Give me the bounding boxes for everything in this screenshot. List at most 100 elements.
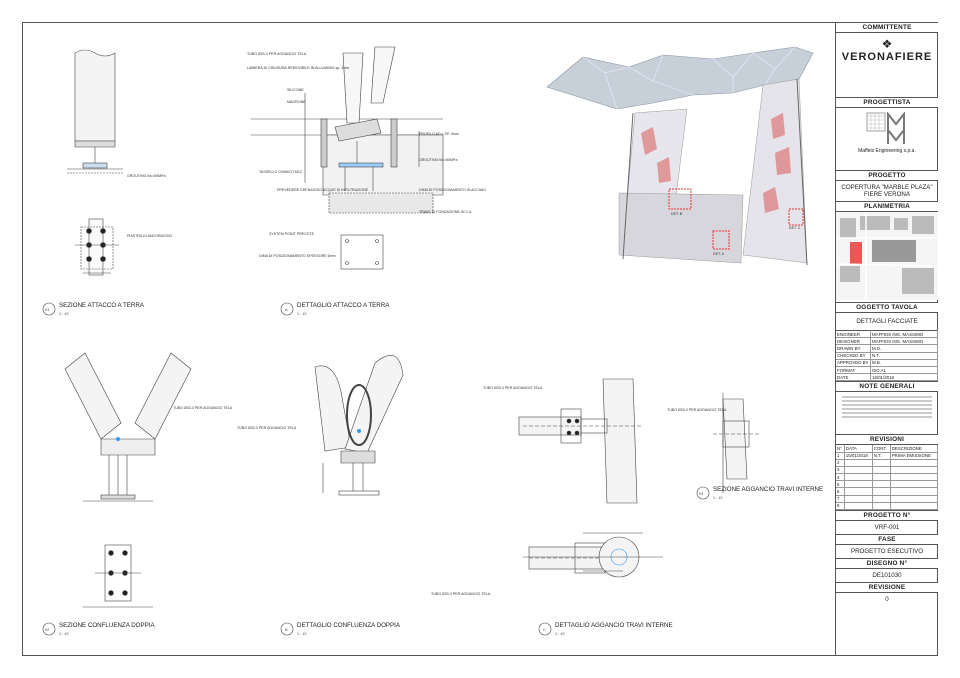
svg-text:SEZIONE CONFLUENZA DOPPIA: SEZIONE CONFLUENZA DOPPIA: [59, 622, 155, 629]
fase-value: PROGETTO ESECUTIVO: [850, 548, 924, 555]
annotation: GROUTING fck=50MPa: [127, 174, 165, 178]
annotation: LAMIERA DI CHIUSURA REMOVIBILE IN ALLUMI…: [247, 66, 349, 70]
detail-B-drawing: [314, 355, 404, 496]
revisions-cell: [872, 495, 891, 503]
detail-title-A: A DETTAGLIO ATTACCO A TERRA 1 : 10: [280, 302, 390, 316]
detail-02-drawing: [64, 352, 192, 608]
oggetto-value: DETTAGLI FACCIATE: [856, 318, 918, 325]
annotation: DIMA DI POSIZIONAMENTO IN ACCIAIO: [419, 188, 486, 192]
info-key: DATE: [836, 373, 871, 382]
revisions-cell: [844, 466, 873, 475]
detail-title-C: C DETTAGLIO AGGANCIO TRAVI INTERNE 1 : 1…: [538, 622, 673, 636]
fase-label: FASE: [836, 534, 938, 545]
info-key: ENGINEER: [836, 330, 871, 339]
disegno-label: DISEGNO N°: [836, 558, 938, 569]
info-key: DRAWN BY: [836, 344, 871, 353]
progetto-label: PROGETTO: [836, 170, 938, 181]
revisions-row: 6: [836, 487, 939, 496]
disegno-value: DE101030: [872, 572, 902, 579]
annotation: DIMA DI POSIZIONAMENTO SPESSORE 6mm: [259, 254, 336, 258]
render-label-det-a: DET. A: [713, 252, 725, 256]
progettista-name: Maffeis Engineering s.p.a.: [858, 148, 916, 154]
detail-03-drawing: [518, 378, 759, 504]
svg-text:1 : 10: 1 : 10: [59, 632, 69, 636]
progetto-n-value: VRF-001: [874, 524, 900, 531]
revisions-header-cell: CONT.: [872, 445, 891, 453]
info-value: 15/01/2018: [870, 373, 938, 382]
svg-text:SEZIONE ATTACCO A TERRA: SEZIONE ATTACCO A TERRA: [59, 302, 145, 309]
detail-title-B: B DETTAGLIO CONFLUENZA DOPPIA 1 : 10: [280, 622, 401, 636]
revisions-row: 8: [836, 502, 939, 511]
svg-text:1 : 10: 1 : 10: [59, 312, 69, 316]
annotation: PREVEDERE DRENAGGIO ACQUE DI INFILTRAZIO…: [277, 188, 369, 192]
annotation: TUBO Ø33.3 PER AGGANCIO TELA: [667, 408, 727, 412]
annotation: TUBO Ø33.3 PER AGGANCIO TELA: [483, 386, 543, 390]
site-plan-map: [835, 212, 939, 300]
annotation: TUBO Ø33.3 PER AGGANCIO TELA: [173, 406, 233, 410]
revisions-header-cell: DESCRIZIONE: [890, 445, 939, 453]
revisione-label: REVISIONE: [836, 582, 938, 593]
revisions-cell: [890, 495, 939, 503]
progetto-n-label: PROGETTO N°: [836, 510, 938, 521]
svg-text:1 : 10: 1 : 10: [555, 632, 565, 636]
svg-text:1 : 10: 1 : 10: [297, 312, 307, 316]
annotation: PIASTRA DI ANCORAGGIO: [127, 234, 173, 238]
planimetria-label: PLANIMETRIA: [836, 201, 938, 212]
annotation: PROFILO AD L SP. 4mm: [419, 132, 459, 136]
info-key: FORMAT: [836, 366, 871, 375]
committente-label: COMMITTENTE: [836, 23, 938, 33]
revisions-cell: [872, 487, 891, 496]
detail-A-drawing: [251, 46, 444, 270]
revisioni-label: REVISIONI: [836, 434, 938, 446]
svg-text:DETTAGLIO CONFLUENZA DOPPIA: DETTAGLIO CONFLUENZA DOPPIA: [297, 622, 401, 629]
revisions-cell: [890, 459, 939, 467]
revisions-cell: 1: [836, 452, 845, 460]
revisions-cell: [890, 487, 939, 496]
svg-text:C: C: [543, 628, 546, 632]
note-label: NOTE GENERALI: [836, 381, 938, 393]
annotation: SYSTEM POINT PRECOTE: [269, 232, 315, 236]
revisions-cell: [844, 495, 873, 503]
oggetto-label: OGGETTO TAVOLA: [836, 302, 938, 313]
svg-text:DETTAGLIO ATTACCO A TERRA: DETTAGLIO ATTACCO A TERRA: [297, 302, 390, 309]
note-area: [836, 392, 938, 434]
revisions-cell: N.T.: [872, 452, 891, 460]
revisions-cell: [872, 473, 891, 482]
info-key: CHECKED BY: [836, 352, 871, 360]
progetto-title: COPERTURA "MARBLE PLAZA": [841, 184, 933, 191]
svg-text:1 : 10: 1 : 10: [713, 496, 723, 500]
drawing-area: DET. B DET. C DET. A TUBO Ø33.3 PER AGGA…: [42, 46, 823, 636]
info-value: M.B.: [870, 359, 938, 367]
revisions-cell: 3: [836, 466, 845, 475]
svg-text:01: 01: [45, 308, 49, 312]
revisions-row: 3: [836, 466, 939, 475]
revisions-cell: [844, 487, 873, 496]
detail-C-drawing: [523, 532, 663, 578]
annotation: TUBO Ø33.3 PER AGGANCIO TELA: [247, 52, 307, 56]
svg-text:03: 03: [699, 492, 703, 496]
revisions-cell: 8: [836, 502, 845, 511]
revisions-cell: PRIMA EMISSIONE: [890, 452, 939, 460]
revisions-cell: [844, 459, 873, 467]
revisions-cell: [844, 473, 873, 482]
revisions-header-cell: DATA: [844, 445, 873, 453]
svg-text:1 : 10: 1 : 10: [297, 632, 307, 636]
revisions-cell: 2: [836, 459, 845, 467]
revisions-row: 4: [836, 473, 939, 482]
annotation: SILICONE: [287, 88, 304, 92]
detail-title-01: 01 SEZIONE ATTACCO A TERRA 1 : 10: [42, 302, 145, 316]
render-3d: DET. B DET. C DET. A: [546, 46, 814, 266]
progettista-label: PROGETTISTA: [836, 97, 938, 108]
revisions-cell: 5: [836, 480, 845, 489]
revisions-cell: [890, 473, 939, 482]
revisions-cell: [872, 459, 891, 467]
info-key: DESIGNER: [836, 337, 871, 346]
info-key: APPROVED BY: [836, 359, 871, 367]
